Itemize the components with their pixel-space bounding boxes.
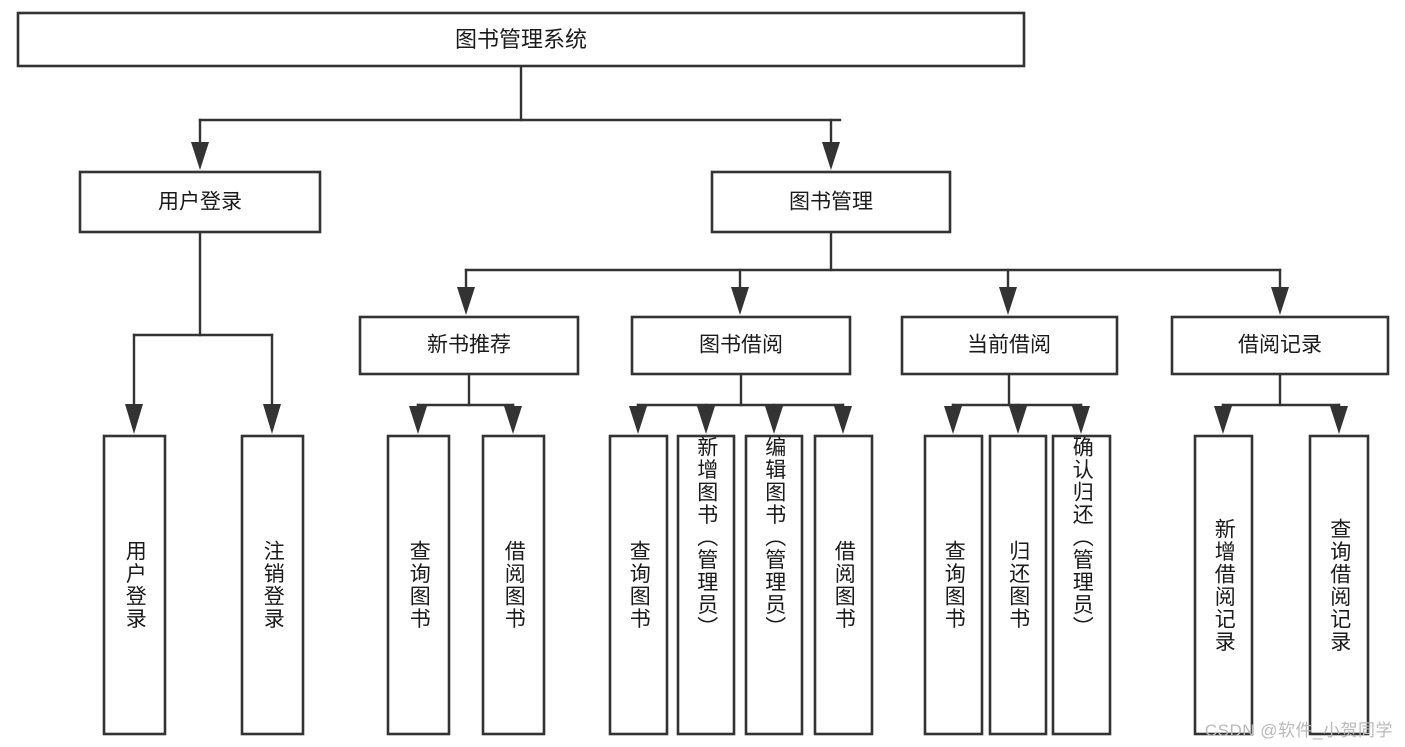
arrow-head-icon [263,404,281,434]
arrow-head-icon [822,142,840,170]
connector-new-book-recommend-to-leaves [409,372,522,434]
arrow-head-icon [504,406,522,434]
node-root-label: 图书管理系统 [455,27,587,52]
arrow-head-icon [944,406,962,434]
node-book-borrow[interactable]: 图书借阅 [630,315,852,376]
node-borrow-record[interactable]: 借阅记录 [1170,315,1390,376]
node-borrow-record-box[interactable] [1170,315,1390,376]
leaf-boxes [102,434,1370,736]
node-root[interactable]: 图书管理系统 [16,11,1026,68]
node-book-manage-box[interactable] [710,170,952,234]
node-leaf-return-book-box[interactable] [988,434,1048,736]
node-leaf-query-book-3-box[interactable] [923,434,984,736]
node-book-borrow-label: 图书借阅 [699,334,783,357]
arrow-head-icon [999,287,1017,315]
node-leaf-add-book-box[interactable] [676,434,736,736]
node-leaf-query-book-2-box[interactable] [608,434,669,736]
node-leaf-confirm-return-box[interactable] [1051,434,1112,736]
arrow-head-icon [409,406,427,434]
node-new-book-recommend[interactable]: 新书推荐 [358,315,580,376]
arrow-head-icon [731,287,749,315]
node-leaf-edit-book-box[interactable] [744,434,804,736]
watermark-text: CSDN @软件_小贺同学 [1204,721,1393,740]
connector-user-login-to-leaves [125,230,281,434]
arrow-head-icon [1214,406,1232,434]
node-new-book-recommend-label: 新书推荐 [427,334,511,357]
arrow-head-icon [629,406,647,434]
arrow-head-icon [1271,287,1289,315]
arrow-head-icon [834,406,852,434]
node-current-borrow-label: 当前借阅 [967,334,1051,357]
arrow-head-icon [697,406,715,434]
node-user-login-box[interactable] [78,170,322,234]
arrow-head-icon [765,406,783,434]
arrow-head-icon [457,287,475,315]
arrow-head-icon [1009,406,1027,434]
node-current-borrow[interactable]: 当前借阅 [900,315,1119,376]
connector-current-borrow-to-leaves [944,372,1090,434]
node-user-login[interactable]: 用户登录 [78,170,322,234]
arrow-head-icon [1330,406,1348,434]
node-book-manage[interactable]: 图书管理 [710,170,952,234]
connector-borrow-record-to-leaves [1214,372,1348,434]
node-current-borrow-box[interactable] [900,315,1119,376]
node-root-box[interactable] [16,11,1026,68]
node-book-manage-label: 图书管理 [789,191,873,214]
node-leaf-query-book-1-box[interactable] [386,434,451,736]
node-book-borrow-box[interactable] [630,315,852,376]
arrow-head-icon [1072,406,1090,434]
connector-root-to-level1 [191,64,842,170]
node-leaf-add-record-box[interactable] [1193,434,1254,736]
node-user-login-label: 用户登录 [158,191,242,214]
node-borrow-record-label: 借阅记录 [1238,334,1322,357]
node-leaf-user-login-box[interactable] [102,434,167,736]
node-leaf-borrow-book-2-box[interactable] [813,434,874,736]
arrow-head-icon [125,404,143,434]
node-leaf-borrow-book-1-box[interactable] [481,434,546,736]
connector-book-manage-to-level2 [457,230,1289,315]
arrow-head-icon [191,142,209,170]
node-leaf-query-record-box[interactable] [1308,434,1370,736]
node-leaf-logout-box[interactable] [240,434,305,736]
connector-book-borrow-to-leaves [629,372,852,434]
node-new-book-recommend-box[interactable] [358,315,580,376]
